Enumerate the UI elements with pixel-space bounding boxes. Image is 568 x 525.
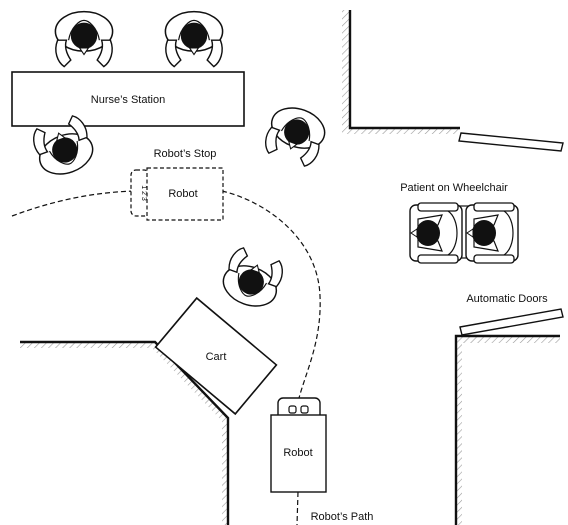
person-nurse-2-icon [164,10,224,68]
robot-path-line [11,190,137,217]
robot-path-line [296,491,299,525]
patient-on-wheelchair-group [409,202,519,264]
wall-bottom-left [20,340,230,525]
patient-label: Patient on Wheelchair [400,182,508,194]
nurses-station-label: Nurse’s Station [91,94,165,106]
person-near-cart-icon [216,244,288,314]
wheelchair-icon [465,202,519,264]
cart [154,296,278,416]
automatic-door-upper [458,132,564,152]
robot-path-line [221,190,321,399]
robot-at-stop-label: Robot [168,188,197,200]
automatic-doors-label: Automatic Doors [466,293,548,305]
wall-bottom-right [454,334,560,525]
robot-bumper-label: 1 2 3 [140,185,147,201]
wheelchair-icon [409,202,463,264]
cart-label: Cart [206,351,227,363]
robot-on-path-label: Robot [283,447,312,459]
person-walking-corridor-icon [260,100,332,170]
robots-stop-label: Robot’s Stop [154,148,217,160]
robots-path-label: Robot’s Path [311,511,374,523]
nurses-station-desk [11,71,245,127]
robot-on-path [270,397,327,493]
wall-top-right [342,10,460,134]
person-nurse-1-icon [54,10,114,68]
robot-at-stop [130,167,224,221]
automatic-door-lower [459,308,564,336]
